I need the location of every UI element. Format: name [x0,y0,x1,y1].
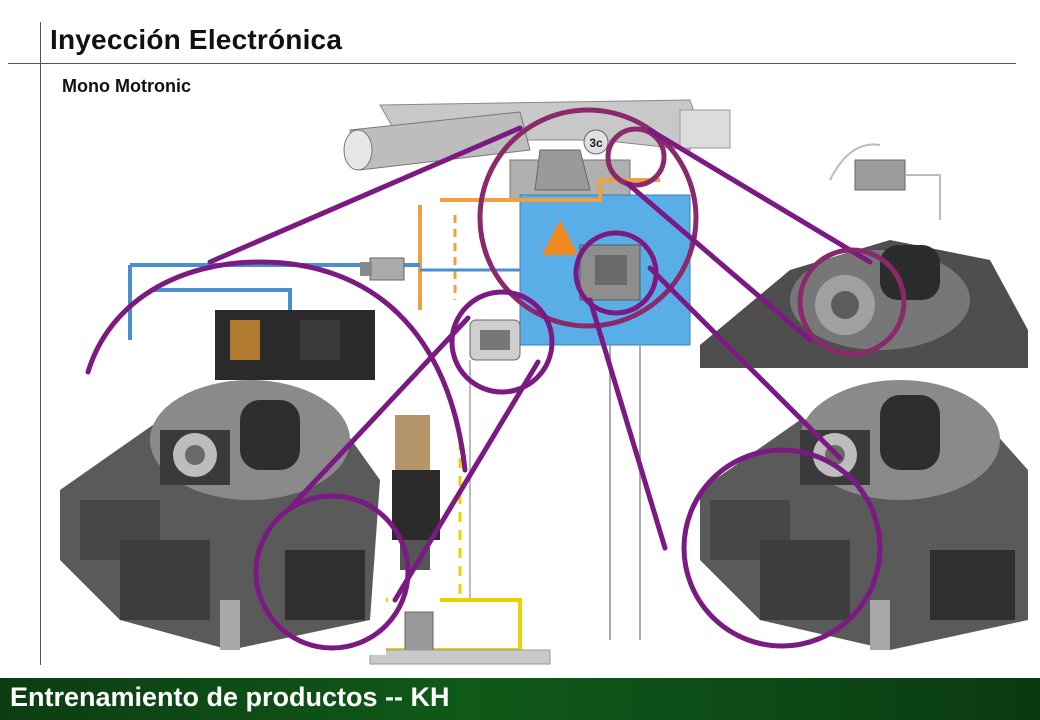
callout-circle-right-top [797,247,907,357]
injector-icon [360,257,405,281]
callout-line-right-1 [647,127,873,265]
sensor-icon [469,319,521,361]
callout-circle-sensor-top [605,126,667,188]
callout-circle-bottom-right [681,447,883,649]
throttle-body-photo-left [60,310,386,655]
callout-line-act-1 [587,297,668,551]
footer-bar: Entrenamiento de productos -- KH [0,678,1040,720]
injector-valve-photo [388,410,440,610]
connector-icon [829,143,941,220]
page-subtitle: Mono Motronic [62,76,191,96]
callout-line-mid-2 [392,359,541,603]
svg-text:3c: 3c [589,136,603,150]
actuator-icon [579,244,641,301]
injection-diagram: 3c [60,99,1028,665]
callout-arc-large-left [85,259,468,473]
throttle-body-photo-bottom-right [700,375,1028,660]
page-title: Inyección Electrónica [50,24,343,55]
footer-text: Entrenamiento de productos -- KH [10,682,450,712]
callouts [85,107,907,651]
throttle-body-photo-top-right [700,230,1028,368]
vertical-divider [40,22,41,665]
callout-circle-bottom-left [253,493,411,651]
callout-circle-sensor-middle [449,289,555,395]
callout-line-top-left [207,125,523,265]
callout-line-act-2 [647,265,843,461]
callout-line-right-2 [625,181,813,343]
callout-line-mid-1 [287,315,471,511]
component-badge: 3c [583,129,609,155]
callout-circle-throttle [477,107,699,329]
header-divider [8,63,1016,64]
